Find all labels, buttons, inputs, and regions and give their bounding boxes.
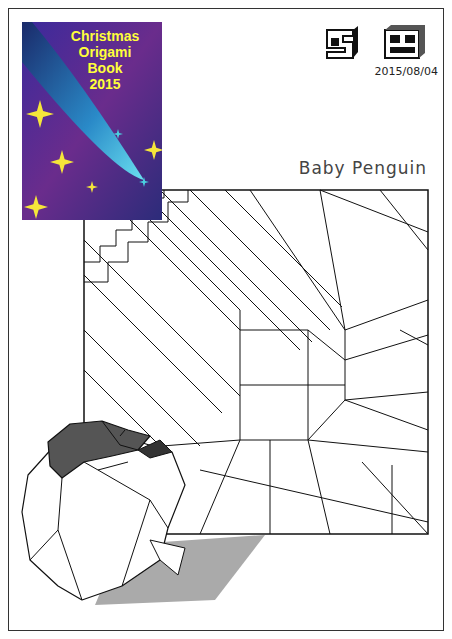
logo-mark — [327, 25, 425, 58]
book-cover: Christmas Origami Book 2015 — [22, 22, 162, 220]
cover-title: Christmas Origami Book 2015 — [71, 28, 139, 92]
penguin-model — [22, 421, 265, 605]
date-label: 2015/08/04 — [375, 65, 438, 78]
title: Baby Penguin — [299, 158, 427, 178]
page-frame — [9, 9, 444, 631]
